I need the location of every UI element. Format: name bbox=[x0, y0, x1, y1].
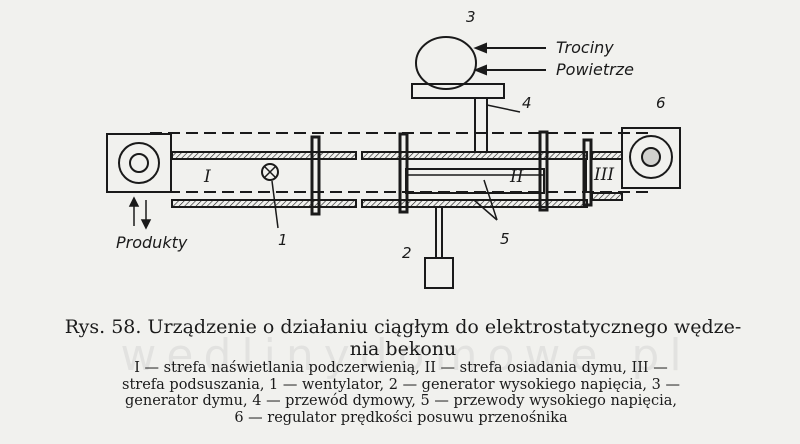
label-5: 5 bbox=[500, 230, 510, 248]
legend-line: I — strefa naświetlania podczerwienią, I… bbox=[134, 360, 668, 376]
caption-title-line2: nia bekonu bbox=[349, 338, 457, 360]
zone-ii-label: II bbox=[509, 167, 524, 187]
label-4: 4 bbox=[522, 94, 532, 112]
product-arrows bbox=[128, 196, 152, 230]
smoking-apparatus-diagram: Trociny Powietrze Produkty I II III 1 2 … bbox=[106, 8, 681, 289]
high-voltage-generator bbox=[424, 207, 454, 289]
smoke-duct bbox=[474, 98, 521, 153]
tunnel-walls bbox=[171, 151, 623, 208]
figure-caption: Rys. 58. Urządzenie o działaniu ciągłym … bbox=[18, 316, 788, 360]
sawdust-label: Trociny bbox=[556, 38, 614, 57]
sawdust-arrow bbox=[473, 42, 487, 54]
label-1: 1 bbox=[278, 231, 288, 249]
legend-line: 6 — regulator prędkości posuwu przenośni… bbox=[234, 409, 568, 426]
high-voltage-leads bbox=[473, 179, 498, 221]
label-3: 3 bbox=[466, 8, 476, 26]
tunnel-rings bbox=[310, 130, 593, 216]
zone-iii-label: III bbox=[593, 165, 614, 185]
legend-line: generator dymu, 4 — przewód dymowy, 5 — … bbox=[125, 393, 677, 409]
label-2: 2 bbox=[402, 244, 412, 262]
products-label: Produkty bbox=[116, 233, 188, 252]
air-arrow bbox=[473, 64, 487, 76]
legend-line: strefa podsuszania, 1 — wentylator, 2 — … bbox=[122, 376, 680, 393]
air-label: Powietrze bbox=[556, 60, 634, 79]
label-6: 6 bbox=[656, 94, 666, 112]
smoke-generator bbox=[411, 36, 505, 99]
right-pulley-speed-regulator bbox=[621, 127, 681, 189]
figure-legend: I — strefa naświetlania podczerwienią, I… bbox=[18, 360, 784, 426]
left-pulley bbox=[106, 133, 172, 193]
caption-title-line1: Rys. 58. Urządzenie o działaniu ciągłym … bbox=[64, 316, 742, 338]
zone-i-label: I bbox=[203, 167, 211, 187]
fan bbox=[261, 163, 279, 229]
